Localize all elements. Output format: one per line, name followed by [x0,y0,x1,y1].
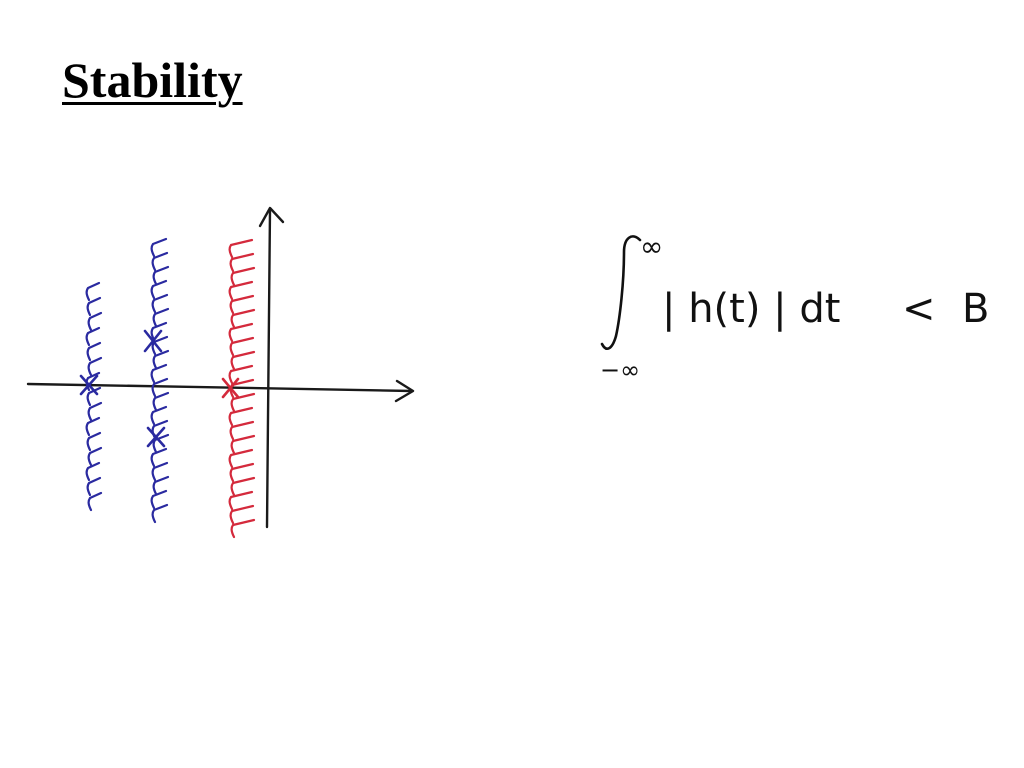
hatch-blue-middle-stroke [150,447,168,468]
hatch-blue-middle-stroke [152,307,170,328]
hatch-red-stroke [228,238,254,259]
integral-upper-limit: ∞ [640,230,663,263]
hatch-red-stroke [228,322,254,343]
hatch-blue-middle-stroke [150,237,168,258]
hatch-blue-middle-stroke [150,321,168,342]
hatch-red-stroke [230,266,256,287]
hatch-blue-left-stroke [85,281,101,302]
axes [26,206,415,529]
hatch-red-stroke [230,392,256,413]
pole-red-real [221,377,240,399]
pole-blue-left-real [79,374,99,396]
hatch-red-stroke [229,504,255,525]
hatch-blue-middle-stroke [151,503,169,524]
hatch-blue-middle-stroke [151,377,169,398]
real-axis [26,382,414,393]
slide-title: Stability [62,52,243,108]
integrand: | h(t) | dt [662,286,840,332]
hatch-blue-middle-stroke [152,391,170,412]
pole-blue-middle-lower [146,426,166,448]
hatch-blue-left-stroke [85,326,101,347]
hatch-red-stroke [229,336,255,357]
hatch-blue-middle-stroke [152,475,170,496]
hatch-blue-left-stroke [85,416,101,437]
hatch-red-stroke [228,364,254,385]
hatch-red-stroke [228,490,254,511]
hatch-blue-middle-stroke [152,265,170,286]
hatch-blue-middle-stroke [151,251,169,272]
hatch-blue-left-stroke [86,296,102,317]
hatch-red-stroke [228,280,254,301]
hatch-blue-left-stroke [87,491,103,512]
hatch-red-stroke [228,406,254,427]
hatch-blue-left-stroke [86,341,102,362]
imag-axis-arrow [258,206,285,228]
pole-blue-middle-upper [143,329,163,353]
hatch-blue-middle-stroke [150,405,168,426]
hatch-red-stroke [230,518,256,539]
hatch-red-stroke [230,476,256,497]
poles [79,329,240,448]
hatch-red-stroke [229,252,255,273]
hatch-blue-left-stroke [87,356,103,377]
hatch-red-stroke [229,294,255,315]
hatch-red-stroke [230,308,256,329]
real-axis-arrow [394,379,415,403]
imag-axis [265,208,272,529]
hatch-blue-middle-stroke [151,461,169,482]
hatch-blue-left-stroke [86,476,102,497]
hatch-red-stroke [230,434,256,455]
hatch-blue-left-stroke [85,461,101,482]
hatch-blue-middle-stroke [152,349,170,370]
integral-lower-limit: −∞ [600,356,640,384]
bound-constant: B [962,286,989,332]
hatch-blue-middle-stroke [150,363,168,384]
hatch-blue-left-stroke [86,431,102,452]
roc-hatching-blue-left [85,281,103,512]
hatch-red-stroke [228,448,254,469]
hatch-blue-left-stroke [86,386,102,407]
hatch-blue-middle-stroke [150,489,168,510]
hatch-blue-left-stroke [87,311,103,332]
hatch-blue-middle-stroke [150,279,168,300]
hatch-blue-left-stroke [87,401,103,422]
hatch-blue-middle-stroke [151,293,169,314]
roc-hatching-blue-middle [150,237,170,524]
hatch-red-stroke [230,350,256,371]
stability-condition: ∞ −∞ | h(t) | dt < B [600,230,989,384]
hatch-blue-left-stroke [87,446,103,467]
hatch-red-stroke [229,420,255,441]
inequality-sign: < [902,286,936,332]
integral-sign [600,235,642,350]
hatch-red-stroke [229,462,255,483]
